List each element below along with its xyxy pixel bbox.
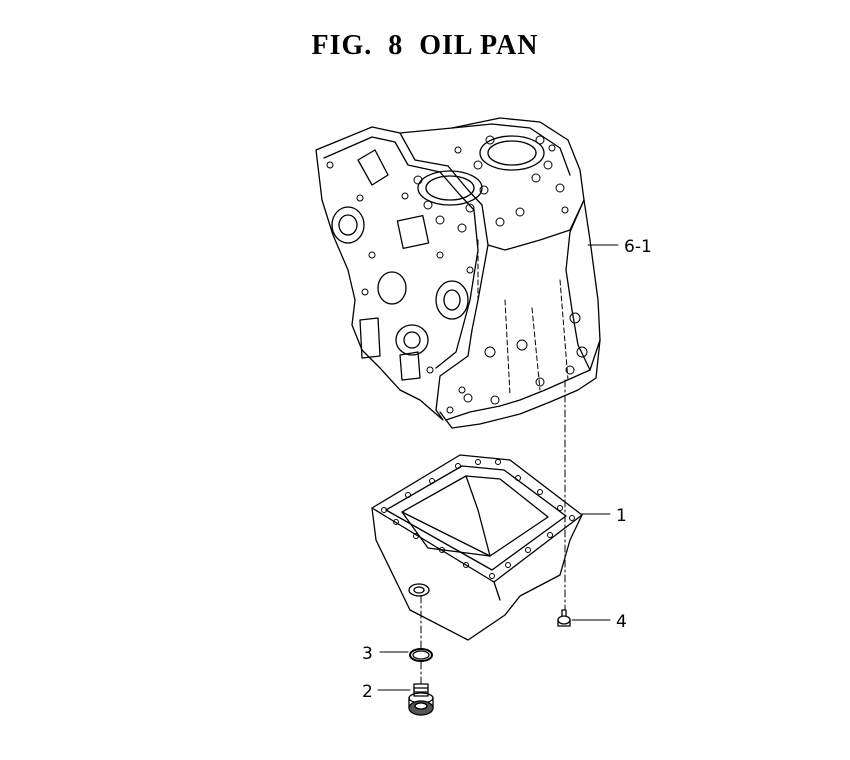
- callout-label-1: 1: [616, 506, 627, 526]
- callout-label-4: 4: [616, 612, 627, 632]
- leader-lines: [377, 244, 619, 691]
- oil-pan-drawing: [371, 454, 583, 641]
- callout-label-6-1: 6-1: [624, 237, 652, 257]
- assembly-center-lines: [420, 379, 566, 685]
- o-ring-part-3: [409, 648, 433, 662]
- callout-label-3: 3: [362, 644, 373, 664]
- callout-label-2: 2: [362, 682, 373, 702]
- bolt-part-4: [557, 609, 571, 627]
- cylinder-block-drawing: [315, 117, 601, 429]
- drain-plug-part-2: [408, 683, 434, 716]
- figure-title: FIG. 8 OIL PAN: [311, 30, 539, 61]
